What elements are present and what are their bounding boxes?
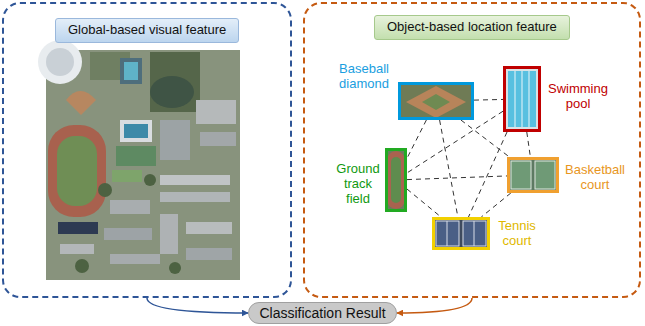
connector	[407, 176, 507, 180]
object-box: Ground track field	[385, 148, 407, 212]
connector	[481, 193, 511, 217]
connector	[407, 120, 426, 158]
basketball-court-image	[507, 157, 559, 193]
connector	[440, 120, 458, 217]
node-text: Basketball court	[560, 162, 630, 194]
aerial-image	[38, 40, 240, 280]
node-text: Object-based location feature	[374, 15, 570, 40]
node-text: Tennis court	[491, 218, 543, 250]
node-text: Baseball diamond	[330, 61, 398, 93]
object-box: Baseball diamond	[398, 82, 474, 120]
connector	[407, 111, 503, 173]
connector	[147, 298, 248, 313]
connector	[474, 99, 503, 101]
visual-panel: Global-based visual feature	[2, 2, 292, 298]
node-text: Ground track field	[331, 161, 385, 208]
connector	[527, 132, 531, 157]
baseball-image	[398, 82, 474, 120]
node-text: Swimming pool	[543, 81, 613, 113]
tennis-court-image	[432, 217, 490, 250]
node-text: Global-based visual feature	[55, 18, 239, 43]
connector	[397, 298, 472, 313]
node-text: Classification Result	[259, 305, 385, 321]
object-box: Tennis court	[432, 217, 490, 250]
swimming-pool-image	[503, 66, 541, 132]
connector	[407, 189, 441, 217]
object-box: Swimming pool	[503, 66, 541, 132]
result-box: Classification Result	[248, 302, 397, 324]
object-box: Basketball court	[507, 157, 559, 193]
connector	[468, 132, 507, 217]
location-panel: Object-based location featureBaseball di…	[303, 2, 641, 298]
track-field-image	[385, 148, 407, 212]
